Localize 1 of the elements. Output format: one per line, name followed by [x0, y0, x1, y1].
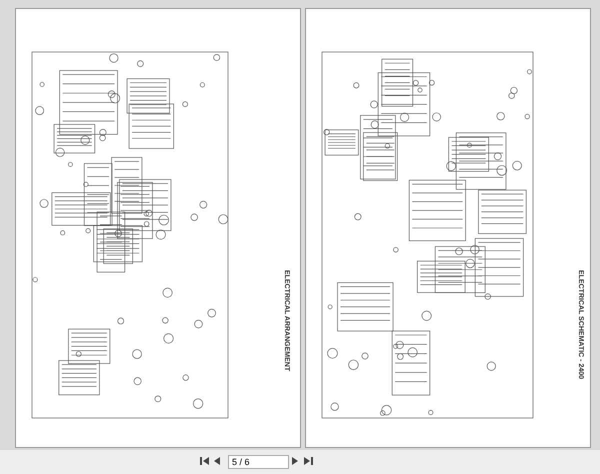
- page-number-field: 5 / 6: [228, 455, 289, 469]
